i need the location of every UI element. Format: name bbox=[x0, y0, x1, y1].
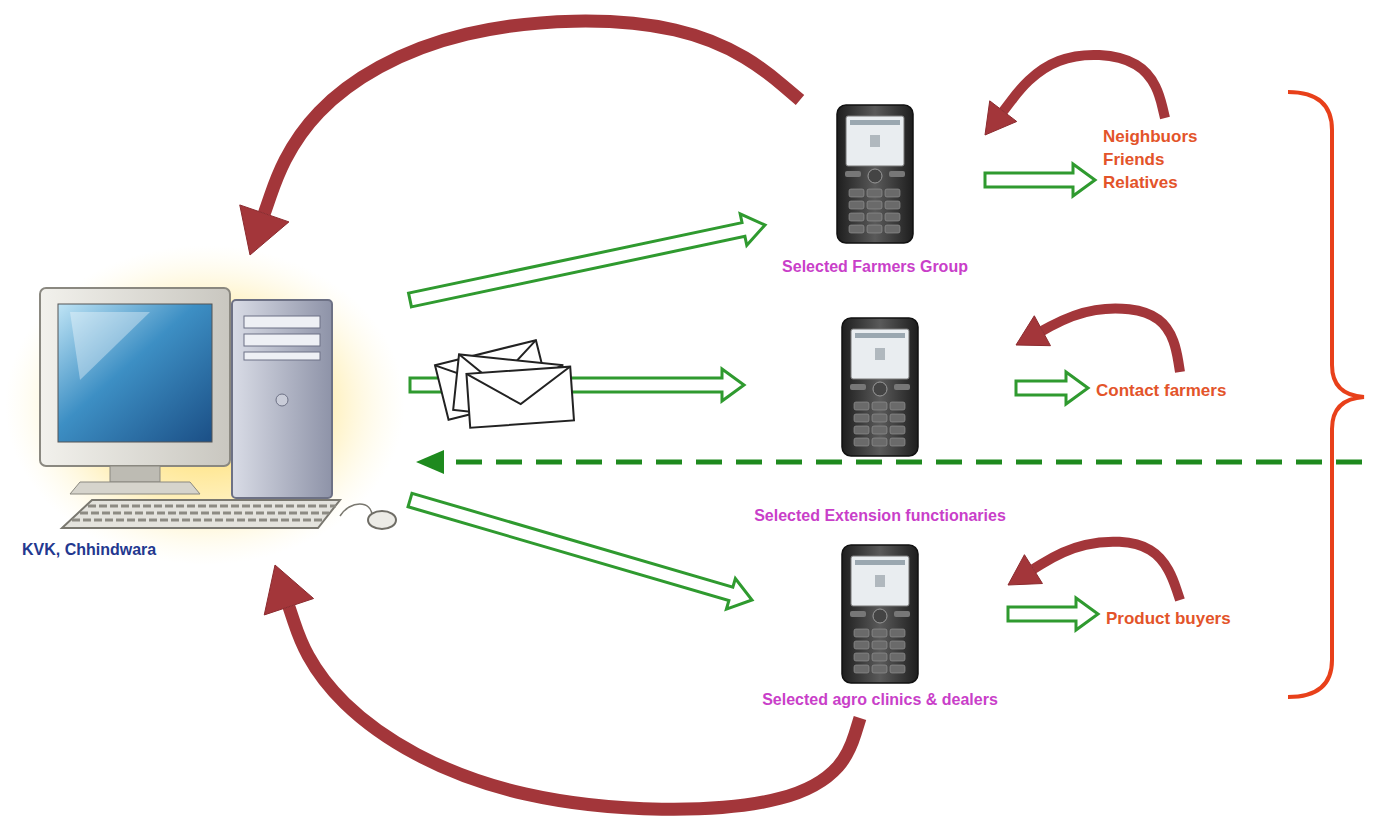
envelope-body bbox=[466, 367, 574, 428]
feedback-arrow bbox=[264, 565, 860, 809]
monitor-frame bbox=[40, 288, 230, 466]
curved-arrow-head bbox=[1016, 316, 1050, 346]
recipient-node: Neighbuors Friends Relatives bbox=[1095, 118, 1205, 203]
keyboard-key-row bbox=[72, 519, 322, 522]
mobile-phone bbox=[837, 105, 913, 243]
flow-arrow bbox=[1008, 598, 1098, 630]
hollow-arrow bbox=[1008, 598, 1098, 630]
envelope-flap bbox=[466, 367, 572, 408]
computer-glow bbox=[5, 245, 405, 565]
drive-bay bbox=[244, 334, 320, 346]
mobile-phone bbox=[842, 545, 918, 683]
curved-arrow-shaft bbox=[1042, 309, 1180, 372]
hollow-arrow bbox=[408, 493, 752, 609]
curved-arrow-head bbox=[240, 205, 289, 255]
feedback-arrow bbox=[240, 21, 800, 255]
recipient-label: Neighbuors Friends Relatives bbox=[1103, 126, 1197, 195]
curved-arrow-shaft bbox=[1003, 55, 1165, 118]
feedback-arrow bbox=[985, 55, 1165, 135]
computer-tower bbox=[232, 300, 332, 498]
monitor-stand bbox=[70, 482, 200, 494]
curved-arrow-head bbox=[1008, 555, 1042, 585]
dashed-arrowhead bbox=[416, 450, 444, 474]
computer-node: KVK, Chhindwara bbox=[10, 255, 410, 565]
flow-arrow bbox=[409, 214, 765, 307]
phone-node: Selected agro clinics & dealers bbox=[752, 540, 1008, 718]
curved-arrow-shaft bbox=[1033, 542, 1180, 600]
recipient-node: Contact farmers bbox=[1088, 372, 1234, 411]
drive-bay bbox=[244, 352, 320, 360]
hollow-arrow bbox=[409, 214, 765, 307]
hollow-arrow bbox=[985, 164, 1095, 196]
feedback-arrow bbox=[1016, 309, 1180, 372]
recipient-label: Contact farmers bbox=[1096, 380, 1226, 403]
recipient-label: Product buyers bbox=[1106, 608, 1231, 631]
power-button bbox=[276, 394, 288, 406]
flow-arrow bbox=[1016, 372, 1088, 404]
monitor-screen bbox=[58, 304, 212, 442]
mobile-phone bbox=[842, 318, 918, 456]
drive-bay bbox=[244, 316, 320, 328]
group-caption: Selected Extension functionaries bbox=[754, 506, 1006, 526]
group-caption: Selected Farmers Group bbox=[782, 257, 968, 277]
screen-shine bbox=[70, 312, 150, 380]
hollow-arrow bbox=[1016, 372, 1088, 404]
feedback-arrow bbox=[1008, 542, 1180, 600]
keyboard-keys bbox=[72, 506, 336, 520]
phone-node: Selected Farmers Group bbox=[765, 100, 985, 285]
curved-arrow-head bbox=[985, 101, 1017, 135]
group-caption: Selected agro clinics & dealers bbox=[762, 690, 998, 710]
dashed-feedback-line bbox=[440, 460, 1362, 465]
curly-bracket bbox=[1288, 92, 1364, 697]
recipient-node: Product buyers bbox=[1098, 600, 1239, 639]
curved-arrow-shaft bbox=[264, 21, 800, 213]
keyboard-key-row bbox=[80, 512, 329, 515]
flow-arrow bbox=[408, 493, 752, 609]
curved-arrow-head bbox=[264, 565, 313, 615]
envelope bbox=[466, 367, 574, 428]
monitor-neck bbox=[110, 466, 160, 482]
flow-arrow bbox=[985, 164, 1095, 196]
centre-label: KVK, Chhindwara bbox=[22, 541, 156, 559]
keyboard bbox=[62, 500, 340, 528]
phone-node: Selected Extension functionaries bbox=[744, 312, 1016, 534]
keyboard-key-row bbox=[88, 505, 336, 508]
mouse bbox=[368, 511, 396, 529]
mouse-cable bbox=[340, 504, 372, 516]
